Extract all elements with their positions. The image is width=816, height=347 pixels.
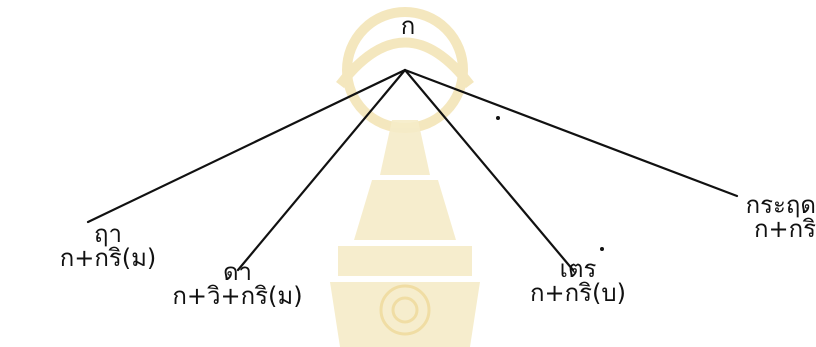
leaf-node: เตร ก+กริ(บ) [508,257,648,305]
leaf-word: เตร [559,255,597,283]
leaf-word: กระฤด [745,191,816,219]
leaf-word: ฤา [93,220,122,248]
root-node: ก [393,14,423,38]
stray-dot [496,116,500,120]
leaf-formula: ก+กริ(บ) [529,279,627,307]
edge-root-to-leaf-1 [236,68,407,272]
root-node-text: ก [400,12,416,40]
edge-root-to-leaf-2 [403,68,575,272]
leaf-formula: ก+กริ(ม) [59,244,157,272]
leaf-node: กระฤด ก+กริ [700,193,816,241]
stray-dot [600,247,604,251]
leaf-node: ดา ก+วิ+กริ(ม) [155,260,320,308]
leaf-formula: ก+วิ+กริ(ม) [172,282,303,310]
leaf-word: ดา [222,258,253,286]
edge-root-to-leaf-0 [86,68,407,224]
leaf-node: ฤา ก+กริ(ม) [38,222,178,270]
leaf-formula: ก+กริ [753,215,816,243]
edge-root-to-leaf-3 [403,68,739,198]
